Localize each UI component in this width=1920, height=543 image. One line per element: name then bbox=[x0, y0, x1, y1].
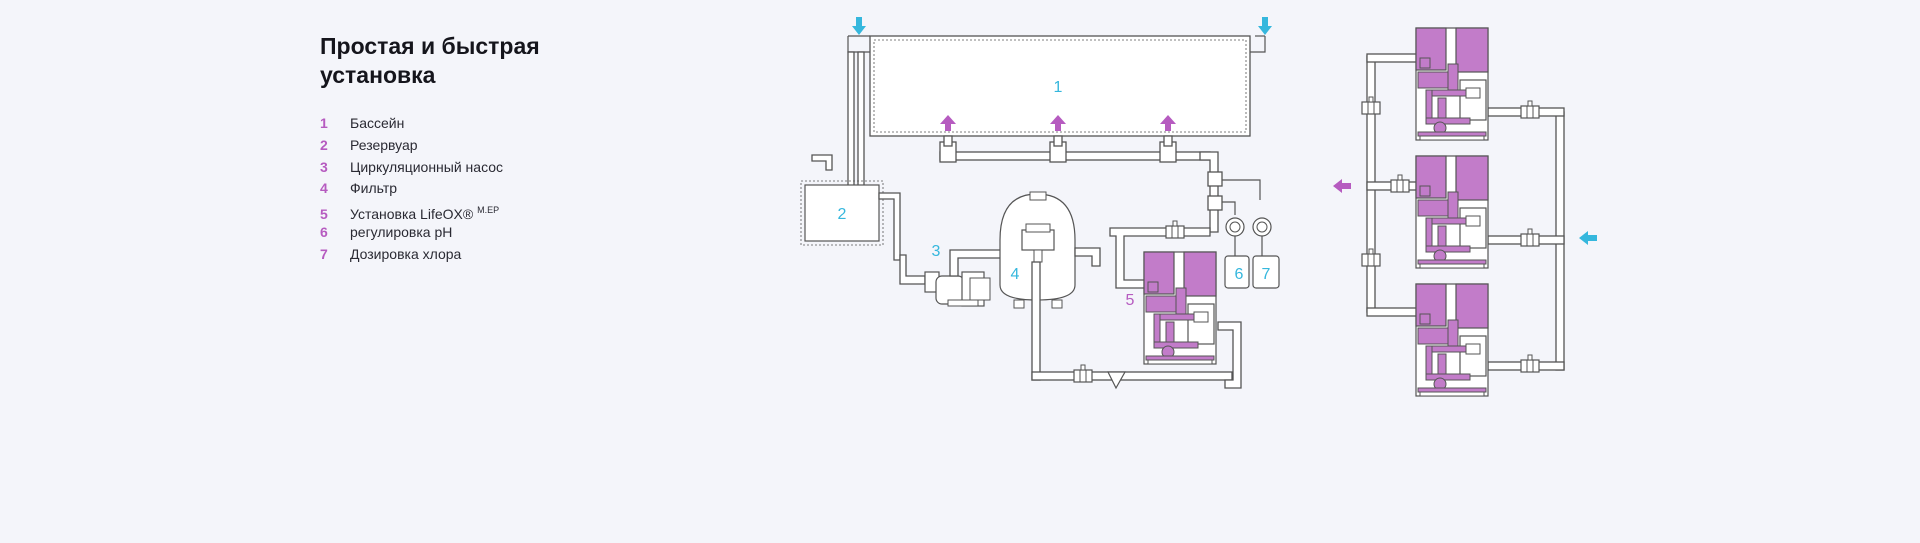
lower-pipe bbox=[1031, 261, 1242, 390]
chlorine-dosing: 7 bbox=[1252, 217, 1280, 289]
legend-item: 1 Бассейн bbox=[320, 113, 503, 135]
page-title: Простая и быстрая установка bbox=[320, 32, 620, 90]
legend-number: 3 bbox=[320, 158, 328, 175]
outlet-arrow-left-icon bbox=[1333, 179, 1351, 193]
legend-item: 3 Циркуляционный насос bbox=[320, 157, 503, 179]
inlet-arrow-icon bbox=[852, 17, 866, 35]
ph-dosing: 6 bbox=[1224, 217, 1250, 289]
legend-number: 6 bbox=[320, 223, 328, 240]
inlet-arrow-icon bbox=[1258, 17, 1272, 35]
legend-item: 7 Дозировка хлора bbox=[320, 244, 503, 266]
label-reservoir: 2 bbox=[838, 206, 847, 223]
label-filter: 4 bbox=[1011, 266, 1020, 283]
title-line-1: Простая и быстрая bbox=[320, 33, 540, 59]
legend-item: 6 регулировка pH bbox=[320, 222, 503, 244]
label-ph: 6 bbox=[1235, 266, 1244, 283]
legend-number: 7 bbox=[320, 245, 328, 262]
return-pipe bbox=[939, 135, 1261, 233]
legend-number: 5 bbox=[320, 206, 328, 223]
inlet-arrow-left-icon bbox=[1579, 231, 1597, 245]
legend-text: регулировка pH bbox=[350, 223, 453, 240]
legend-text: Дозировка хлора bbox=[350, 245, 462, 262]
label-pump: 3 bbox=[932, 243, 941, 260]
legend-number: 1 bbox=[320, 115, 328, 131]
title-line-2: установка bbox=[320, 62, 436, 88]
legend-item: 4 Фильтр bbox=[320, 178, 503, 200]
circulation-pump: 3 bbox=[899, 243, 1011, 307]
pool-drain-pipe bbox=[847, 51, 865, 203]
legend-text: Фильтр bbox=[350, 180, 398, 197]
legend-number: 4 bbox=[320, 180, 328, 197]
sand-filter: 4 bbox=[999, 191, 1101, 309]
legend-text: Циркуляционный насос bbox=[350, 158, 504, 175]
legend-superscript: M.EP bbox=[477, 205, 500, 216]
label-chlorine: 7 bbox=[1262, 266, 1271, 283]
label-lifeox: 5 bbox=[1126, 292, 1135, 309]
unit-array bbox=[1361, 27, 1565, 397]
legend-text: Установка LifeOX® bbox=[350, 206, 474, 223]
legend-item: 5 Установка LifeOX® M.EP bbox=[320, 200, 503, 222]
legend-item: 2 Резервуар bbox=[320, 135, 503, 157]
legend-number: 2 bbox=[320, 136, 328, 153]
lifeox-unit: 5 bbox=[1126, 251, 1217, 365]
label-pool: 1 bbox=[1054, 79, 1063, 96]
legend-text: Резервуар bbox=[350, 136, 418, 153]
legend-text: Бассейн bbox=[350, 115, 405, 131]
legend-list: 1 Бассейн 2 Резервуар 3 Циркуляционный насо… bbox=[320, 113, 503, 266]
reservoir: 2 bbox=[800, 154, 901, 261]
